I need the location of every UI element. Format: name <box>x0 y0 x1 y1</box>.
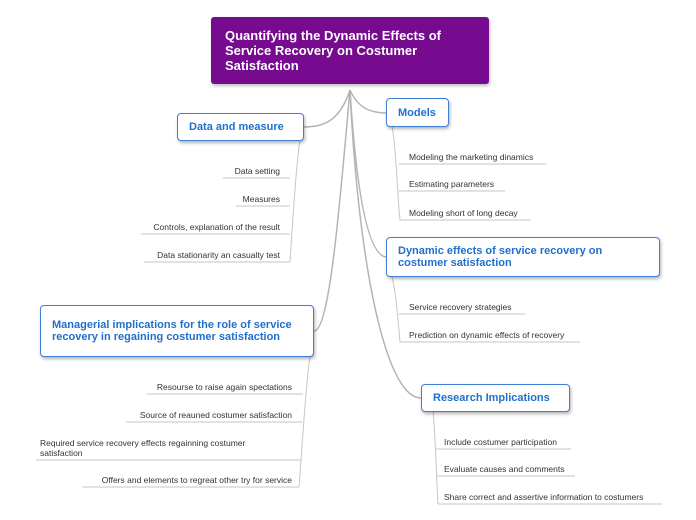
topic-research-implications[interactable]: Research Implications <box>421 384 570 412</box>
subtopic-costumer-participation[interactable]: Include costumer participation <box>444 437 557 447</box>
connector-root-managerial <box>313 89 351 332</box>
branch-managerial <box>298 356 311 488</box>
topic-label: Research Implications <box>433 392 550 404</box>
subtopic-source-satisfaction[interactable]: Source of reauned costumer satisfaction <box>139 410 292 420</box>
branch-models <box>391 125 401 221</box>
branch-research <box>432 410 439 505</box>
topic-label: Dynamic effects of service recovery on c… <box>398 245 603 269</box>
subtopic-controls[interactable]: Controls, explanation of the result <box>153 222 280 232</box>
subtopic-evaluate-causes[interactable]: Evaluate causes and comments <box>444 464 565 474</box>
subtopic-modeling-decay[interactable]: Modeling short of long decay <box>409 208 518 218</box>
subtopic-recovery-strategies[interactable]: Service recovery strategies <box>409 302 512 312</box>
topic-managerial-implications[interactable]: Managerial implications for the role of … <box>40 305 314 357</box>
central-topic-label: Quantifying the Dynamic Effects of Servi… <box>225 28 441 73</box>
subtopic-modeling-marketing[interactable]: Modeling the marketing dinamics <box>409 152 534 162</box>
central-topic[interactable]: Quantifying the Dynamic Effects of Servi… <box>211 17 489 84</box>
branch-dynamic-effects <box>391 276 401 343</box>
connector-root-research <box>349 89 422 399</box>
subtopic-resourse[interactable]: Resourse to raise again spectations <box>156 382 292 392</box>
subtopic-data-stationarity[interactable]: Data stationarity an casualty test <box>157 250 280 260</box>
connector-root-models <box>349 89 388 114</box>
topic-models[interactable]: Models <box>386 98 449 127</box>
subtopic-measures[interactable]: Measures <box>242 194 280 204</box>
subtopic-data-setting[interactable]: Data setting <box>234 166 280 176</box>
topic-label: Managerial implications for the role of … <box>52 319 292 343</box>
subtopic-prediction-effects[interactable]: Prediction on dynamic effects of recover… <box>409 330 565 340</box>
topic-label: Models <box>398 106 436 119</box>
topic-dynamic-effects[interactable]: Dynamic effects of service recovery on c… <box>386 237 660 277</box>
subtopic-estimating-parameters[interactable]: Estimating parameters <box>409 179 495 189</box>
subtopic-offers-elements[interactable]: Offers and elements to regreat other try… <box>101 475 292 485</box>
subtopic-required-effects[interactable]: Required service recovery effects regain… <box>40 438 246 458</box>
connector-root-data-measure <box>303 89 351 128</box>
subtopic-share-information[interactable]: Share correct and assertive information … <box>444 492 644 502</box>
topic-data-and-measure[interactable]: Data and measure <box>177 113 304 141</box>
branch-data-measure <box>289 139 301 263</box>
topic-label: Data and measure <box>189 121 284 133</box>
